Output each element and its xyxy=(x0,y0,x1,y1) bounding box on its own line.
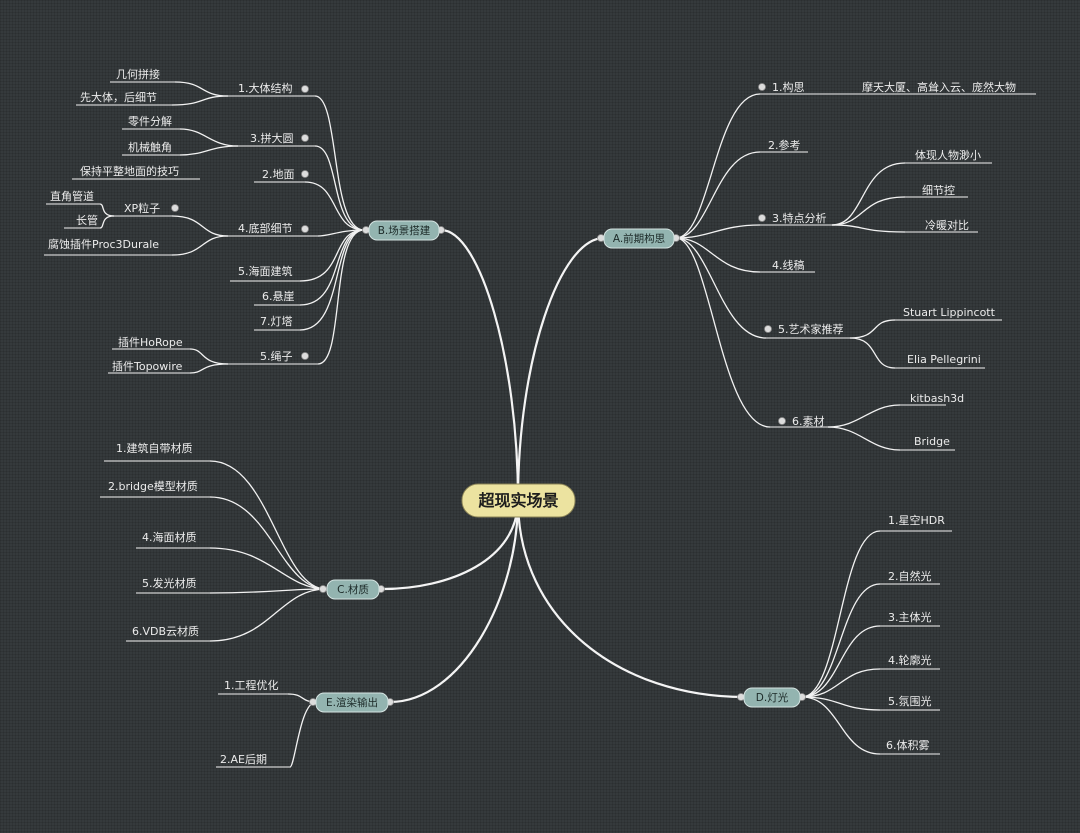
branch-knob-c[interactable] xyxy=(319,585,327,593)
node-a5[interactable]: 5.艺术家推荐 xyxy=(778,322,844,336)
node-c6[interactable]: 6.VDB云材质 xyxy=(132,624,199,638)
node-d3[interactable]: 3.主体光 xyxy=(888,610,932,624)
node-b1[interactable]: 1.大体结构 xyxy=(238,81,293,95)
main-topic-b[interactable]: B.场景搭建 xyxy=(368,220,440,241)
node-d2[interactable]: 2.自然光 xyxy=(888,569,932,583)
branch-b-labels: 1.大体结构 几何拼接 先大体，后细节 3.拼大圆 零件分解 机械触角 2.地面… xyxy=(48,67,295,373)
node-d5[interactable]: 5.氛围光 xyxy=(888,694,932,708)
node-d4[interactable]: 4.轮廓光 xyxy=(888,653,932,667)
branch-e-labels: 1.工程优化 2.AE后期 xyxy=(220,678,279,766)
node-b2[interactable]: 2.地面 xyxy=(262,168,295,181)
branch-a-links xyxy=(675,93,906,451)
node-b5b-c2[interactable]: 插件Topowire xyxy=(112,359,183,373)
node-a2[interactable]: 2.参考 xyxy=(768,138,801,152)
node-b5a[interactable]: 5.海面建筑 xyxy=(238,264,293,278)
node-b4-c1[interactable]: XP粒子 xyxy=(124,201,160,215)
branch-knob-b[interactable] xyxy=(362,226,370,234)
node-a6-c1[interactable]: kitbash3d xyxy=(910,392,964,405)
node-b5b[interactable]: 5.绳子 xyxy=(260,349,293,363)
node-c5[interactable]: 5.发光材质 xyxy=(142,576,197,590)
branch-d-underlines xyxy=(880,530,952,755)
collapse-toggle-b2[interactable] xyxy=(301,170,309,178)
collapse-toggle-b3[interactable] xyxy=(301,134,309,142)
branch-a-labels: 1.构思 摩天大厦、高耸入云、庞然大物 2.参考 3.特点分析 体现人物渺小 细… xyxy=(768,80,1016,448)
node-b2-c1[interactable]: 保持平整地面的技巧 xyxy=(80,164,179,178)
node-c2[interactable]: 2.bridge模型材质 xyxy=(108,479,198,493)
collapse-toggle-b4-xp[interactable] xyxy=(171,204,179,212)
node-a6[interactable]: 6.素材 xyxy=(792,414,825,428)
main-topic-b-label: B.场景搭建 xyxy=(378,224,431,237)
main-topic-c[interactable]: C.材质 xyxy=(326,579,380,600)
collapse-toggle-a1[interactable] xyxy=(758,83,766,91)
node-a5-c1[interactable]: Stuart Lippincott xyxy=(903,306,996,319)
node-b4-c1a[interactable]: 直角管道 xyxy=(50,189,94,203)
node-a3-c3[interactable]: 冷暖对比 xyxy=(925,218,969,232)
node-b6[interactable]: 6.悬崖 xyxy=(262,290,295,303)
central-topic-label: 超现实场景 xyxy=(477,491,558,510)
branch-a-underlines xyxy=(760,93,1036,451)
branch-knob-d[interactable] xyxy=(737,693,745,701)
branch-d-links xyxy=(801,530,881,755)
node-a4[interactable]: 4.线稿 xyxy=(772,258,805,272)
node-b1-c2[interactable]: 先大体，后细节 xyxy=(80,90,157,104)
node-b7[interactable]: 7.灯塔 xyxy=(260,315,293,328)
main-topic-e-label: E.渲染输出 xyxy=(326,696,378,709)
main-topic-c-label: C.材质 xyxy=(337,583,369,596)
collapse-toggle-b4[interactable] xyxy=(301,225,309,233)
branch-b-underlines xyxy=(44,81,318,374)
collapse-knobs xyxy=(171,83,806,706)
node-b3-c1[interactable]: 零件分解 xyxy=(128,114,172,128)
node-c4[interactable]: 4.海面材质 xyxy=(142,530,197,544)
main-topic-e[interactable]: E.渲染输出 xyxy=(315,692,389,713)
main-topic-a[interactable]: A.前期构思 xyxy=(603,228,675,249)
collapse-toggle-a6[interactable] xyxy=(778,417,786,425)
collapse-toggle-b1[interactable] xyxy=(301,85,309,93)
node-d1[interactable]: 1.星空HDR xyxy=(888,513,945,527)
collapse-toggle-b5[interactable] xyxy=(301,352,309,360)
node-b4-c1b[interactable]: 长管 xyxy=(76,213,98,227)
node-b4[interactable]: 4.底部细节 xyxy=(238,221,293,235)
branch-c-labels: 1.建筑自带材质 2.bridge模型材质 4.海面材质 5.发光材质 6.VD… xyxy=(108,441,199,638)
collapse-toggle-a3[interactable] xyxy=(758,214,766,222)
central-topic[interactable]: 超现实场景 xyxy=(461,483,576,518)
branch-b-links xyxy=(99,81,365,374)
branch-c-underlines xyxy=(100,460,210,642)
branch-d-labels: 1.星空HDR 2.自然光 3.主体光 4.轮廓光 5.氛围光 6.体积雾 xyxy=(886,513,945,752)
branch-e-underlines xyxy=(216,693,290,768)
node-a1-c1[interactable]: 摩天大厦、高耸入云、庞然大物 xyxy=(862,80,1016,94)
collapse-toggle-a5[interactable] xyxy=(764,325,772,333)
node-a3-c2[interactable]: 细节控 xyxy=(922,183,955,197)
node-a5-c2[interactable]: Elia Pellegrini xyxy=(907,353,981,366)
node-b3[interactable]: 3.拼大圆 xyxy=(250,131,294,145)
node-b3-c2[interactable]: 机械触角 xyxy=(128,140,172,154)
node-b1-c1[interactable]: 几何拼接 xyxy=(116,67,160,81)
branch-c-links xyxy=(209,460,327,642)
main-topic-a-label: A.前期构思 xyxy=(613,232,665,245)
node-d6[interactable]: 6.体积雾 xyxy=(886,738,930,752)
branch-knob-e[interactable] xyxy=(309,698,317,706)
node-a1[interactable]: 1.构思 xyxy=(772,80,805,94)
node-a3[interactable]: 3.特点分析 xyxy=(772,211,827,225)
trunk-links xyxy=(381,228,745,704)
node-b4-c2[interactable]: 腐蚀插件Proc3Durale xyxy=(48,237,159,251)
main-topic-d[interactable]: D.灯光 xyxy=(743,687,801,708)
node-a3-c1[interactable]: 体现人物渺小 xyxy=(915,148,981,162)
node-e1[interactable]: 1.工程优化 xyxy=(224,678,279,692)
node-e2[interactable]: 2.AE后期 xyxy=(220,753,267,766)
node-b5b-c1[interactable]: 插件HoRope xyxy=(118,335,183,349)
main-topic-d-label: D.灯光 xyxy=(756,691,789,704)
branch-knob-a[interactable] xyxy=(597,234,605,242)
node-c1[interactable]: 1.建筑自带材质 xyxy=(116,441,193,455)
node-a6-c2[interactable]: Bridge xyxy=(914,435,950,448)
